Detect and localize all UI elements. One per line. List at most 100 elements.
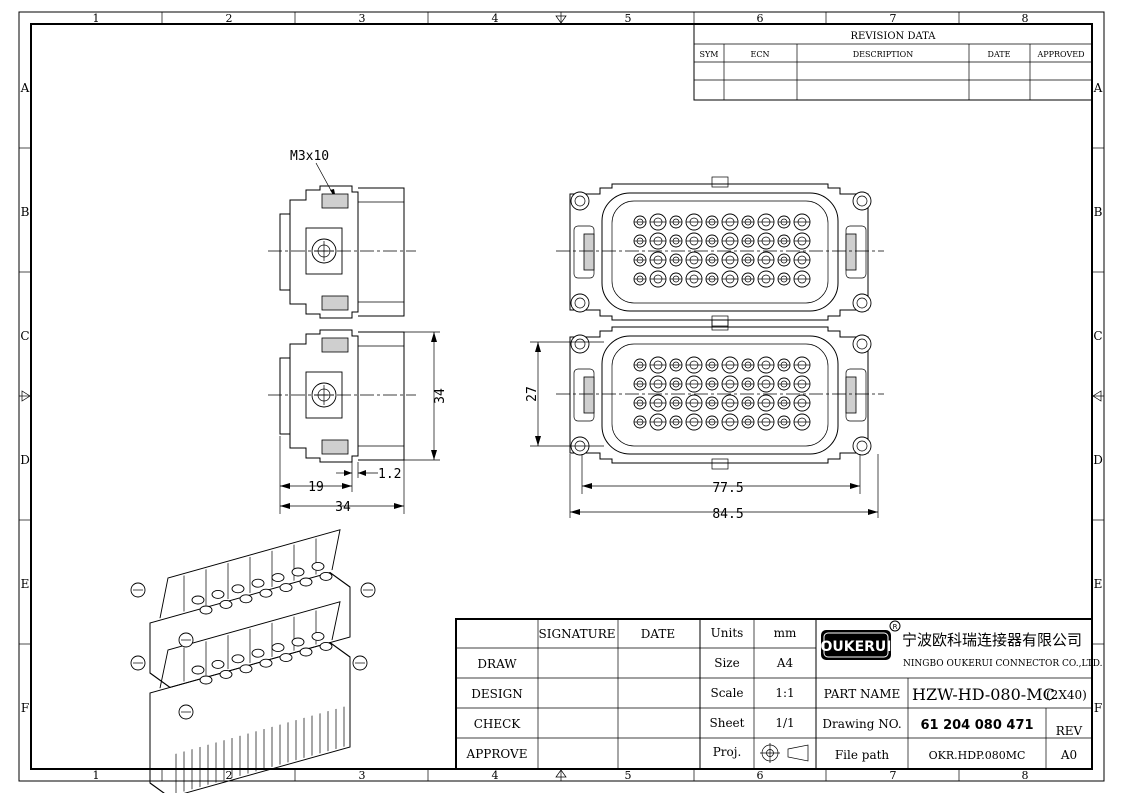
- company-logo: OUKERUI R: [820, 620, 901, 660]
- tb-row-check: CHECK: [474, 717, 522, 731]
- iso-pin: [199, 605, 213, 615]
- logo-text: OUKERUI: [820, 639, 891, 655]
- row-label-b: B: [21, 205, 30, 219]
- tb-sheet-value: 1/1: [775, 716, 794, 730]
- iso-pin: [279, 653, 293, 663]
- col-label-1-bottom: 1: [93, 769, 100, 782]
- tb-sheet-label: Sheet: [710, 716, 745, 730]
- iso-pins-upper: [191, 561, 333, 615]
- col-label-6-bottom: 6: [757, 769, 764, 782]
- revision-header-description: DESCRIPTION: [853, 50, 913, 59]
- iso-pin: [211, 659, 225, 669]
- file-path-value: OKR.HDP.080MC: [929, 749, 1026, 762]
- iso-pin: [211, 589, 225, 599]
- dim-84-5: 84.5: [712, 507, 743, 522]
- iso-pin: [219, 669, 233, 679]
- tb-file-path-label: File path: [835, 748, 890, 762]
- row-label-a: A: [20, 81, 30, 95]
- iso-pin: [191, 595, 205, 605]
- tb-rev-label: REV: [1056, 724, 1083, 738]
- row-label-d: D: [20, 453, 30, 467]
- iso-pin: [311, 561, 325, 571]
- col-label-3-bottom: 3: [359, 769, 366, 782]
- iso-pin: [231, 584, 245, 594]
- col-label-8: 8: [1022, 12, 1029, 25]
- row-label-a-right: A: [1093, 81, 1103, 95]
- iso-screws: [130, 582, 376, 720]
- col-label-4-bottom: 4: [492, 769, 499, 782]
- dim-27: 27: [525, 386, 540, 402]
- tb-row-approve: APPROVE: [466, 747, 528, 761]
- iso-pin: [291, 567, 305, 577]
- revision-table: REVISION DATA SYM ECN DESCRIPTION DATE A…: [693, 23, 1093, 101]
- tb-part-name-label: PART NAME: [824, 687, 901, 701]
- logo-registered-mark: R: [893, 623, 898, 631]
- dim-19: 19: [308, 480, 324, 495]
- company-name-en: NINGBO OUKERUI CONNECTOR CO.,LTD.: [903, 659, 1103, 669]
- iso-pin: [259, 658, 273, 668]
- col-label-3: 3: [359, 12, 366, 25]
- tb-size-value: A4: [776, 656, 794, 670]
- title-block: SIGNATURE DATE DRAW DESIGN CHECK APPROVE…: [455, 618, 1103, 770]
- row-label-c: C: [20, 329, 29, 343]
- tb-units-value: mm: [774, 626, 797, 640]
- tb-units-label: Units: [711, 626, 744, 640]
- iso-pin: [219, 599, 233, 609]
- screw-label: M3x10: [290, 149, 329, 164]
- dim-34: 34: [335, 500, 351, 515]
- projection-symbol-icon: [760, 743, 809, 763]
- iso-pin: [251, 578, 265, 588]
- revision-header-sym: SYM: [700, 50, 719, 59]
- tb-row-design: DESIGN: [471, 687, 522, 701]
- row-label-b-right: B: [1094, 205, 1103, 219]
- col-label-5-bottom: 5: [625, 769, 632, 782]
- col-label-5: 5: [625, 12, 632, 25]
- iso-pin: [271, 573, 285, 583]
- tb-scale-label: Scale: [710, 686, 743, 700]
- tb-proj-label: Proj.: [713, 745, 742, 759]
- iso-pin: [319, 641, 333, 651]
- col-label-2: 2: [226, 12, 233, 25]
- front-view-bottom: [555, 319, 885, 470]
- iso-pin: [231, 654, 245, 664]
- revision-header-date: DATE: [988, 50, 1011, 59]
- iso-pin: [239, 594, 253, 604]
- col-label-8-bottom: 8: [1022, 769, 1029, 782]
- row-label-c-right: C: [1093, 329, 1102, 343]
- iso-pin: [191, 665, 205, 675]
- front-view-dimensions: 27 77.5 84.5: [525, 341, 879, 522]
- col-label-4: 4: [492, 12, 499, 25]
- dim-height-34: 34: [433, 388, 448, 404]
- row-label-f-right: F: [1094, 701, 1102, 715]
- side-view-bottom: 34 1.2 19 34: [268, 329, 448, 515]
- pin-grid: [633, 213, 811, 288]
- iso-pin: [319, 571, 333, 581]
- drawing-no-value: 61 204 080 471: [920, 718, 1033, 733]
- row-label-e: E: [21, 577, 30, 591]
- iso-pin: [271, 643, 285, 653]
- tb-col-signature: SIGNATURE: [539, 627, 616, 641]
- company-name-cn: 宁波欧科瑞连接器有限公司: [902, 631, 1082, 649]
- tb-size-label: Size: [714, 656, 739, 670]
- iso-pin: [299, 577, 313, 587]
- isometric-view: [130, 529, 376, 793]
- iso-pins-lower: [191, 631, 333, 685]
- col-label-7: 7: [890, 12, 897, 25]
- revision-header-approved: APPROVED: [1036, 50, 1084, 59]
- iso-pin: [291, 637, 305, 647]
- side-view-top: M3x10: [268, 149, 416, 319]
- iso-pin: [311, 631, 325, 641]
- tb-row-draw: DRAW: [477, 657, 517, 671]
- part-name-value: HZW-HD-080-MC: [912, 685, 1055, 704]
- row-label-f: F: [21, 701, 29, 715]
- iso-pin: [259, 588, 273, 598]
- iso-pin: [239, 664, 253, 674]
- revision-title: REVISION DATA: [851, 31, 937, 42]
- row-label-e-right: E: [1094, 577, 1103, 591]
- tb-scale-value: 1:1: [775, 686, 794, 700]
- iso-pin: [251, 648, 265, 658]
- tb-rev-value: A0: [1060, 748, 1077, 762]
- tb-drawing-no-label: Drawing NO.: [822, 717, 901, 731]
- row-label-d-right: D: [1093, 453, 1103, 467]
